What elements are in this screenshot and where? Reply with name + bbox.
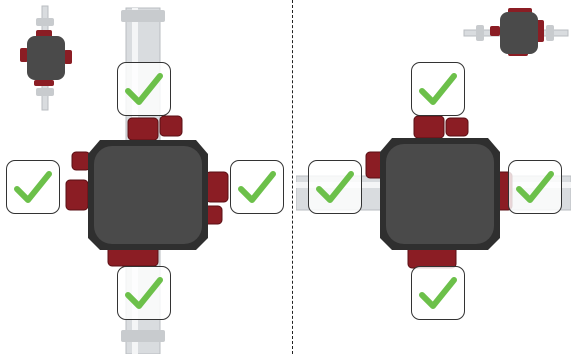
bottom-position-option[interactable] [117, 266, 171, 320]
check-icon [516, 171, 554, 203]
left-position-option[interactable] [6, 160, 60, 214]
check-icon [316, 171, 354, 203]
right-position-option[interactable] [230, 160, 284, 214]
device-body [386, 144, 494, 244]
right-position-option[interactable] [508, 160, 562, 214]
bottom-position-option[interactable] [411, 266, 465, 320]
right-configuration-panel [296, 0, 571, 354]
top-position-option[interactable] [411, 62, 465, 116]
check-icon [238, 171, 276, 203]
check-icon [125, 277, 163, 309]
thumbnail-device [27, 36, 65, 80]
device-body [94, 146, 202, 244]
panel-divider [292, 0, 293, 354]
top-position-option[interactable] [117, 62, 171, 116]
left-configuration-panel [6, 5, 284, 354]
check-icon [14, 171, 52, 203]
thumbnail-device [500, 12, 538, 54]
check-icon [419, 277, 457, 309]
check-icon [125, 73, 163, 105]
vertical-pipe-install-illustration [20, 5, 229, 354]
check-icon [419, 73, 457, 105]
left-position-option[interactable] [308, 160, 362, 214]
